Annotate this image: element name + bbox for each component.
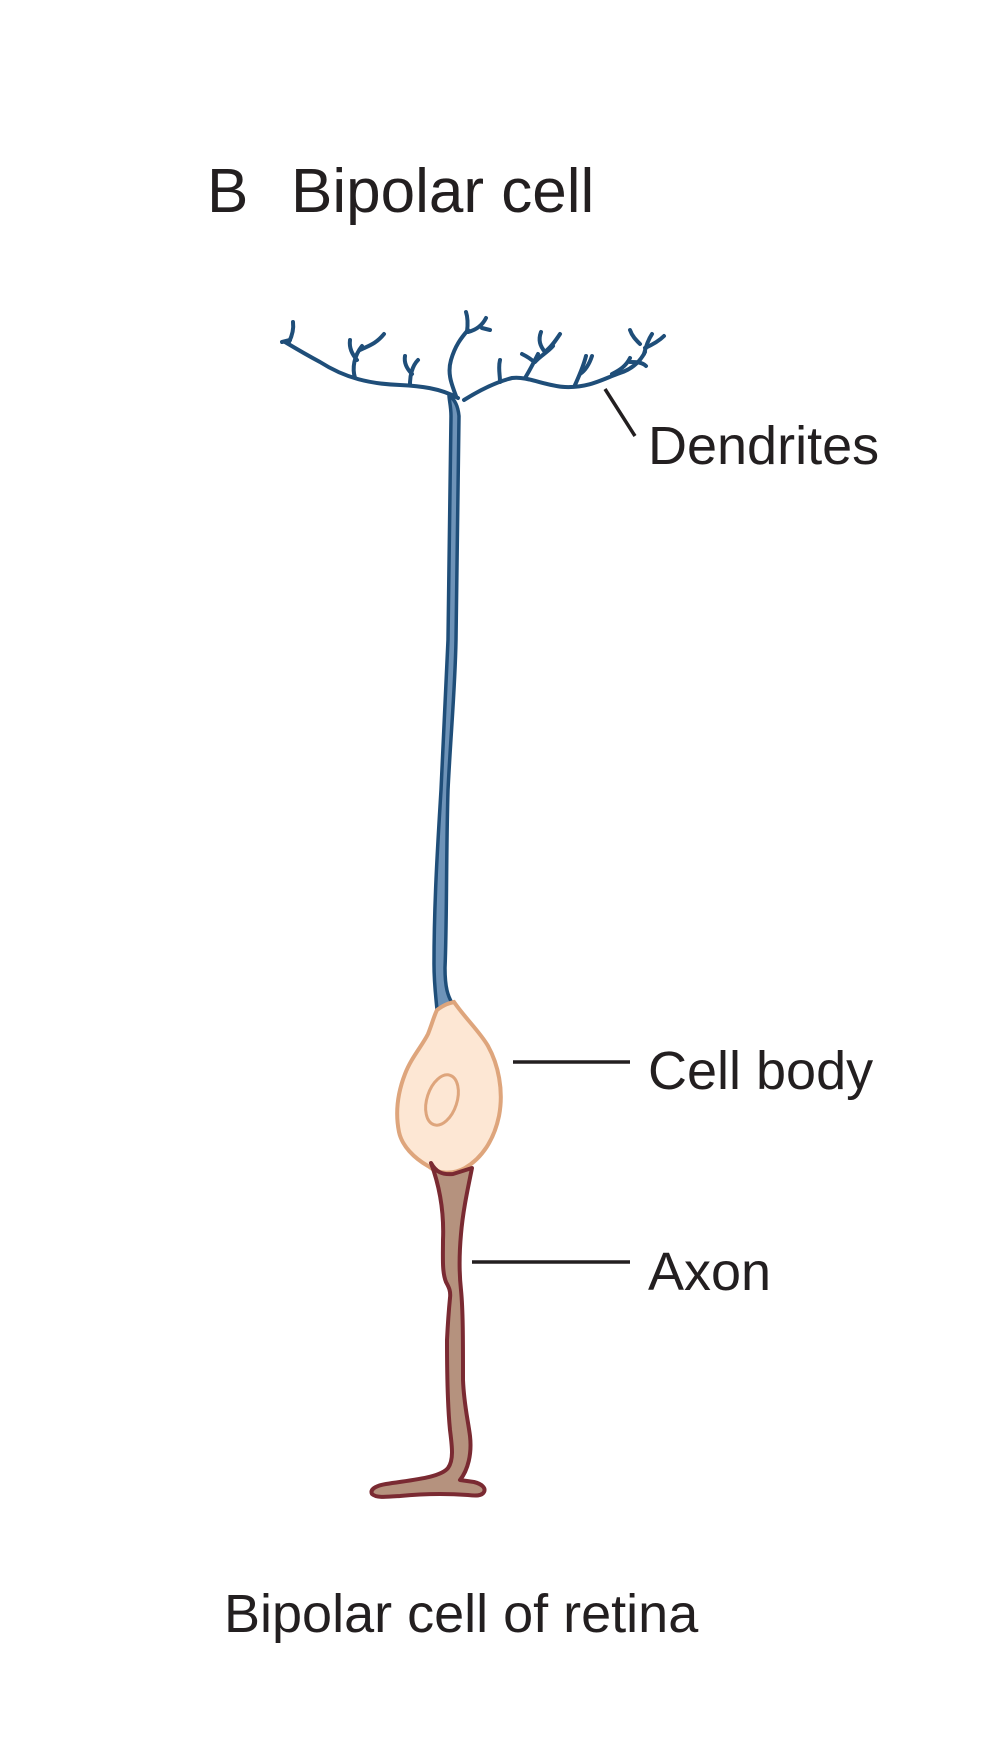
dendrite-branch-right [462, 350, 647, 402]
dendrite-branch-center [447, 328, 470, 398]
dendrites-leader-line [603, 388, 637, 437]
dendrite-twig [573, 354, 588, 387]
dendrite-twig [466, 316, 488, 334]
dendrite-twig [537, 330, 547, 354]
panel-title: Bipolar cell [291, 157, 594, 226]
dendrite-branch-left [283, 340, 460, 400]
axon-shaft [369, 1161, 487, 1499]
axon-label: Axon [648, 1242, 771, 1302]
dendrite-twig [358, 332, 386, 352]
soma [395, 999, 503, 1175]
dendrite-twig [280, 338, 292, 344]
axon [369, 1161, 487, 1499]
nucleus [424, 1073, 460, 1127]
dendrite-twig [610, 356, 632, 376]
dendrite-twig [642, 332, 654, 356]
dendrite-twig [347, 338, 359, 362]
dendrite-twig [578, 354, 594, 376]
dendrite-twig [464, 310, 470, 334]
figure-caption: Bipolar cell of retina [224, 1584, 699, 1644]
cell-body [395, 999, 503, 1175]
dendrite-twig [520, 352, 536, 364]
dendrite-twig [628, 328, 642, 346]
dendrite-shaft [432, 393, 461, 1012]
panel-letter: B [207, 157, 248, 226]
dendrite-twig [628, 360, 648, 368]
cell-body-label: Cell body [648, 1041, 873, 1101]
dendrite-twig [545, 332, 562, 352]
dendrite-twig [497, 358, 502, 384]
dendrites [280, 310, 666, 1012]
dendrite-twig [480, 326, 492, 332]
dendrite-twig [643, 334, 666, 350]
dendrite-twig [523, 352, 540, 380]
dendrite-twig [402, 354, 414, 376]
dendrites-label: Dendrites [648, 416, 879, 476]
